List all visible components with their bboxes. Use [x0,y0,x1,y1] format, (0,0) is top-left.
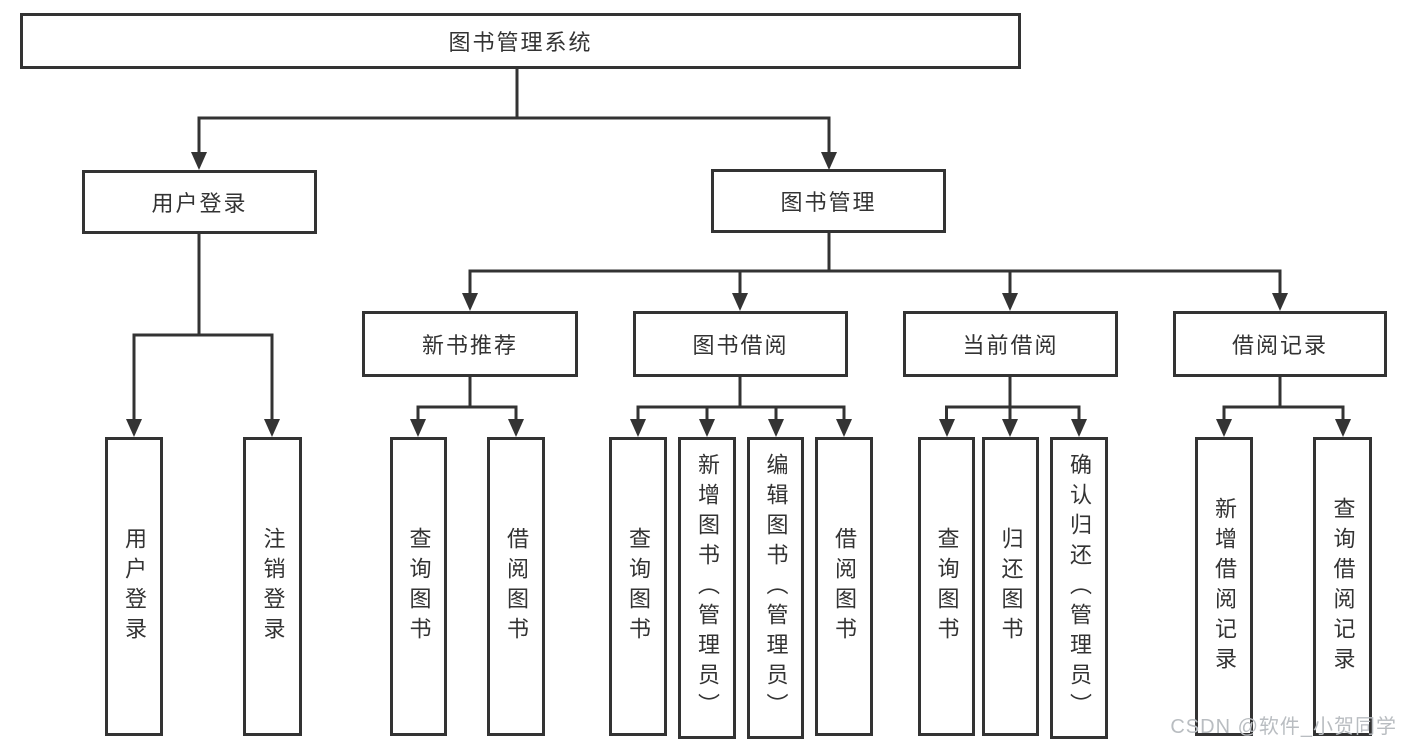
node-book-management-label: 图书管理 [780,190,877,215]
leaf-confirm-return-admin: 确认归还（管理员） [1050,437,1108,739]
leaf-add-borrow-record-label: 新增借阅记录 [1212,496,1237,677]
node-current-borrow: 当前借阅 [903,311,1118,377]
leaf-recommend-borrow-books: 借阅图书 [487,437,545,736]
node-current-borrow-label: 当前借阅 [962,333,1059,358]
leaf-return-book-label: 归还图书 [998,526,1024,647]
connector-new-book-recommend-to-leaves [410,377,524,437]
node-borrow-records: 借阅记录 [1173,311,1387,377]
connector-current-borrow-to-leaves [939,377,1087,437]
node-book-borrow-label: 图书借阅 [692,333,789,358]
node-book-borrow: 图书借阅 [633,311,848,377]
leaf-query-borrow-record-label: 查询借阅记录 [1330,496,1356,677]
connector-root-to-level1 [191,68,837,170]
leaf-logout-label: 注销登录 [260,526,286,647]
connector-user-login-to-leaves [126,234,280,437]
leaf-recommend-query-books: 查询图书 [390,437,447,736]
leaf-borrow-borrow-books: 借阅图书 [815,437,873,736]
connector-book-borrow-to-leaves [630,377,852,437]
leaf-add-book-admin-label: 新增图书（管理员） [695,453,720,723]
node-new-book-recommend: 新书推荐 [362,311,578,377]
csdn-watermark: CSDN @软件_小贺同学 [1170,716,1397,738]
leaf-add-book-admin: 新增图书（管理员） [678,437,736,739]
node-new-book-recommend-label: 新书推荐 [421,333,518,358]
node-book-management: 图书管理 [711,169,946,233]
connector-borrow-records-to-leaves [1216,377,1351,437]
node-root-label: 图书管理系统 [448,30,593,55]
leaf-return-book: 归还图书 [982,437,1039,736]
connector-book-management-to-sections [462,232,1288,311]
leaf-current-query-books: 查询图书 [918,437,975,736]
node-user-login-label: 用户登录 [151,191,248,216]
node-borrow-records-label: 借阅记录 [1231,333,1328,358]
leaf-current-query-books-label: 查询图书 [934,526,960,647]
leaf-borrow-query-books: 查询图书 [609,437,667,736]
node-root: 图书管理系统 [20,13,1021,69]
leaf-edit-book-admin: 编辑图书（管理员） [747,437,804,739]
leaf-recommend-borrow-books-label: 借阅图书 [504,526,529,647]
leaf-confirm-return-admin-label: 确认归还（管理员） [1067,453,1092,723]
leaf-recommend-query-books-label: 查询图书 [406,526,432,647]
leaf-borrow-borrow-books-label: 借阅图书 [832,526,857,647]
leaf-borrow-query-books-label: 查询图书 [626,526,651,647]
leaf-logout: 注销登录 [243,437,302,736]
leaf-user-login-label: 用户登录 [122,526,147,647]
leaf-add-borrow-record: 新增借阅记录 [1195,437,1253,736]
node-user-login: 用户登录 [82,170,317,234]
leaf-edit-book-admin-label: 编辑图书（管理员） [763,453,789,723]
leaf-query-borrow-record: 查询借阅记录 [1313,437,1372,736]
leaf-user-login: 用户登录 [105,437,163,736]
